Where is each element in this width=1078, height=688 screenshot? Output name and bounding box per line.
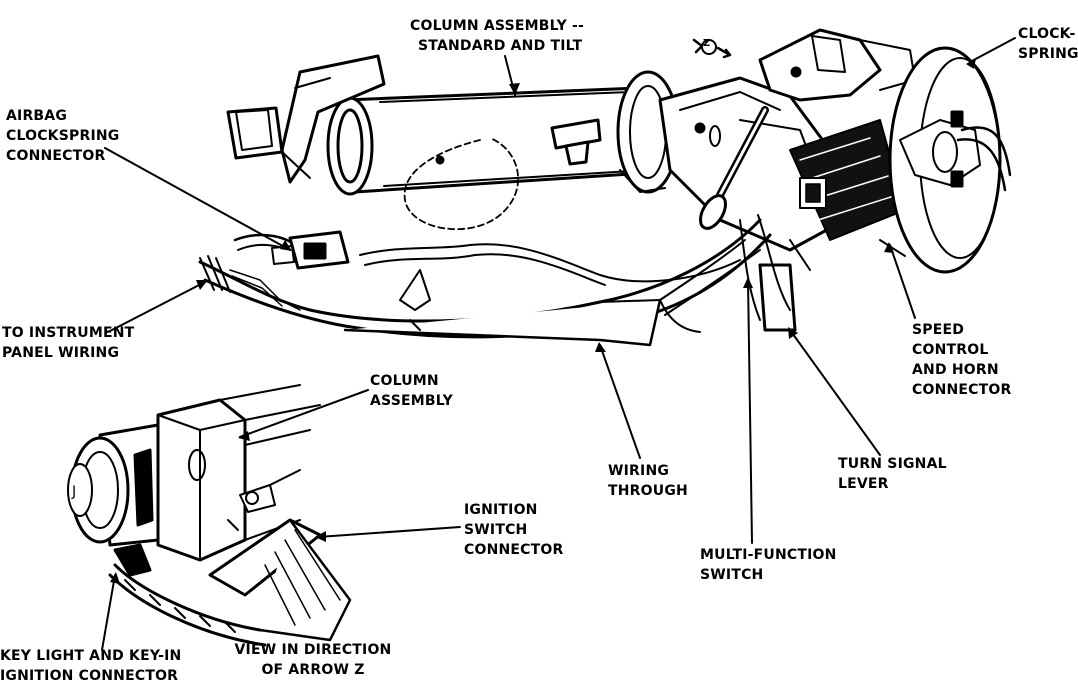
turn-signal-lever [695,110,810,330]
leader-wiring-through [600,345,640,458]
inset-column-view: J [68,385,350,645]
tilt-bracket [552,120,600,164]
svg-text:J: J [71,484,76,500]
label-column-assembly-top: COLUMN ASSEMBLY -- STANDARD AND TILT [410,18,584,54]
label-column-assembly-inset: COLUMN ASSEMBLY [370,373,454,409]
leader-instrument-panel [108,282,205,332]
column-tube [328,88,660,194]
leader-airbag-connector [105,148,290,250]
label-ignition-switch: IGNITION SWITCH CONNECTOR [464,502,564,558]
leader-clockspring [970,38,1015,62]
label-multi-function: MULTI-FUNCTION SWITCH [700,547,837,583]
label-airbag-connector: AIRBAG CLOCKSPRING CONNECTOR [6,108,120,164]
clockspring-disc [880,48,1010,272]
label-clockspring: CLOCK- SPRING [1018,26,1078,62]
arrow-z-label: Z [703,38,711,49]
leader-multi-function [748,280,752,543]
leader-turn-signal [790,330,880,455]
leader-speed-control [890,245,915,318]
leader-lines [102,38,1015,650]
label-wiring-through: WIRING THROUGH [608,463,688,499]
left-mount-bracket [228,56,384,182]
leader-column-assembly-inset [240,390,368,437]
leader-key-light [102,575,115,650]
label-key-light: KEY LIGHT AND KEY-IN IGNITION CONNECTOR [0,648,182,684]
label-turn-signal: TURN SIGNAL LEVER [838,456,947,492]
arrow-z-marker [694,40,730,57]
airbag-connector-body [272,232,348,268]
label-instrument-panel: TO INSTRUMENT PANEL WIRING [2,325,135,361]
label-speed-control: SPEED CONTROL AND HORN CONNECTOR [912,322,1012,398]
multi-function-switch-body [790,120,905,240]
label-view-direction: VIEW IN DIRECTION OF ARROW Z [234,642,392,678]
dashed-wire-route [405,138,519,229]
arrow-heads [110,58,976,584]
wiring-harness [200,215,790,345]
leader-ignition-switch [318,527,460,537]
